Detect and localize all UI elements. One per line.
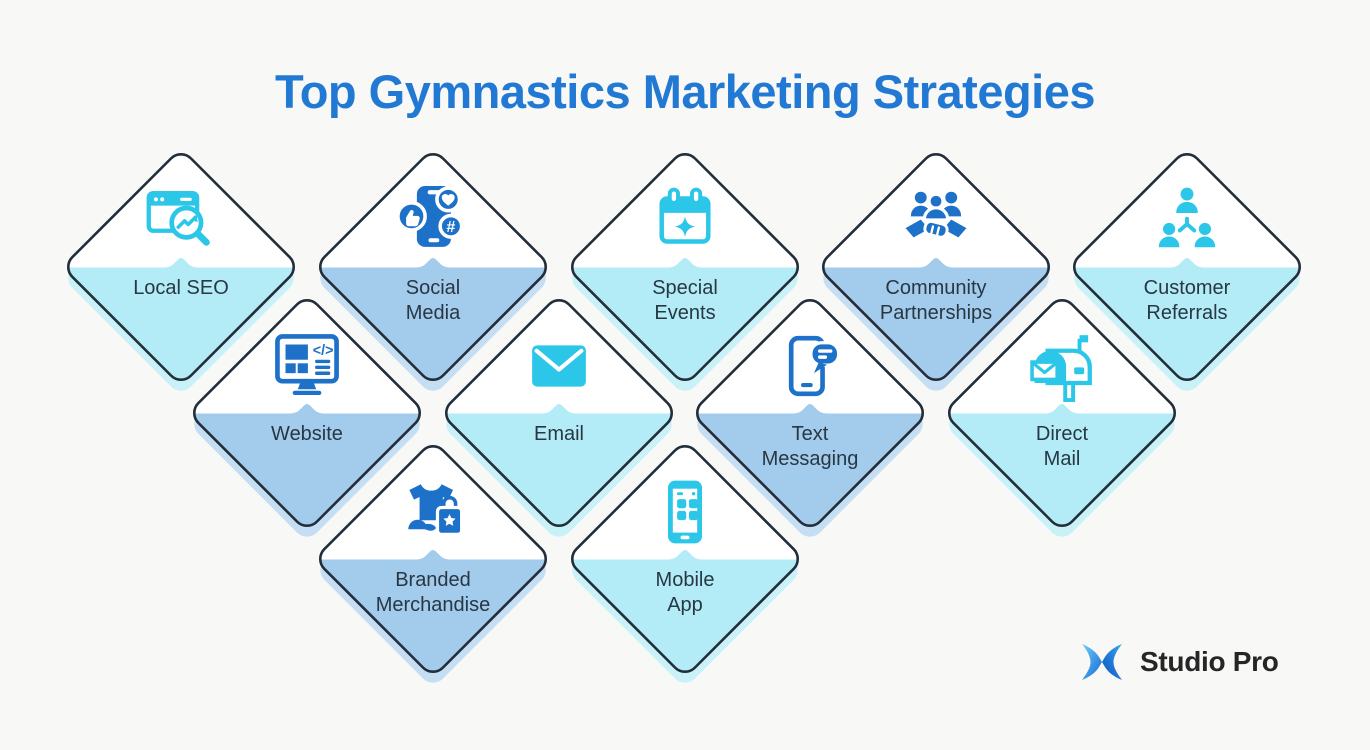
card-label-line: Mail: [1043, 448, 1081, 470]
strategy-card-direct-mail: Direct Mail: [942, 293, 1182, 537]
brand-name: Studio Pro: [1140, 646, 1279, 677]
card-label: Email: [474, 422, 644, 447]
handshake-people-icon: [816, 177, 1056, 263]
card-label-line: Mobile: [655, 569, 715, 591]
card-label-line: Messaging: [761, 448, 859, 470]
svg-text:</>: </>: [313, 343, 334, 359]
card-label-line: Customer: [1143, 277, 1231, 299]
card-label: Text Messaging: [725, 422, 895, 472]
card-label: Social Media: [348, 276, 518, 326]
card-label: Community Partnerships: [851, 276, 1021, 326]
card-label-line: Text: [791, 423, 829, 445]
card-label-line: Partnerships: [879, 302, 993, 324]
card-label-line: Direct: [1035, 423, 1089, 445]
mobile-app-icon: [565, 469, 805, 555]
card-label-line: Media: [405, 302, 461, 324]
card-label-line: Social: [405, 277, 461, 299]
diamond-shape: [314, 440, 552, 683]
card-label-line: Community: [885, 277, 987, 299]
card-label: Branded Merchandise: [348, 568, 518, 618]
card-label: Mobile App: [600, 568, 770, 618]
page-title: Top Gymnastics Marketing Strategies: [274, 65, 1096, 118]
card-label: Local SEO: [96, 276, 266, 301]
card-label-line: Special: [652, 277, 718, 299]
strategy-card-social-media: # Social Media: [313, 147, 553, 391]
card-label-line: Branded: [395, 569, 471, 591]
mailbox-icon: [942, 323, 1182, 409]
card-label-line: Referrals: [1146, 302, 1228, 324]
social-media-phone-icon: #: [313, 177, 553, 263]
card-label-line: Events: [654, 302, 716, 324]
card-label: Website: [222, 422, 392, 447]
strategy-card-mobile-app: Mobile App: [565, 439, 805, 683]
phone-chat-icon: [690, 323, 930, 409]
diamond-shape: [314, 148, 552, 391]
strategy-card-email: Email: [439, 293, 679, 537]
brand-logo: Studio Pro: [1078, 638, 1279, 686]
card-label-line: Local SEO: [133, 277, 229, 299]
card-label-line: Merchandise: [375, 594, 491, 616]
studio-pro-logo-icon: [1082, 644, 1122, 680]
card-label: Customer Referrals: [1102, 276, 1272, 326]
calendar-sparkle-icon: [565, 177, 805, 263]
diamond-shape: [566, 440, 804, 683]
svg-text:#: #: [446, 218, 455, 236]
card-label: Direct Mail: [977, 422, 1147, 472]
card-label-line: Email: [533, 423, 584, 445]
diamond-shape: [440, 294, 678, 537]
strategy-card-branded-merchandise: Branded Merchandise: [313, 439, 553, 683]
tshirt-bag-icon: [313, 469, 553, 555]
card-label-line: Website: [271, 423, 343, 445]
envelope-icon: [439, 323, 679, 409]
referral-network-icon: [1067, 177, 1307, 263]
diamond-shape: [943, 294, 1181, 537]
monitor-code-icon: </>: [187, 323, 427, 409]
seo-search-browser-icon: [61, 177, 301, 263]
card-label: Special Events: [600, 276, 770, 326]
card-label-line: App: [667, 594, 703, 616]
